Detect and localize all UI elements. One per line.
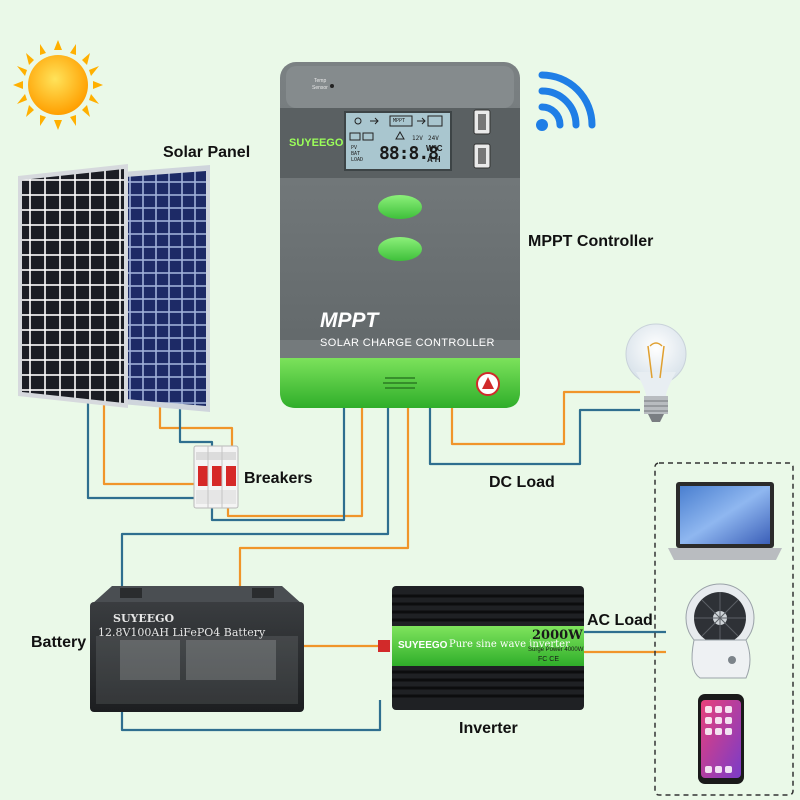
lcd-mppt-label: MPPT bbox=[393, 118, 406, 124]
label-ac-load: AC Load bbox=[587, 612, 653, 629]
wire-panel-breaker-pos bbox=[102, 400, 196, 486]
lcd-unit-ah: A H bbox=[427, 155, 441, 164]
wire-breaker-ctrl-1 bbox=[226, 404, 364, 518]
ac-load-box bbox=[654, 462, 794, 796]
battery-model: 12.8V100AH LiFePO4 Battery bbox=[98, 626, 266, 639]
smartphone bbox=[698, 694, 744, 784]
wire-panel-breaker-neg bbox=[86, 400, 202, 500]
battery bbox=[90, 586, 304, 712]
mppt-controller bbox=[280, 62, 520, 408]
inverter-power: 2000W bbox=[532, 628, 583, 643]
wire-panel-breaker-top bbox=[158, 400, 234, 450]
lcd-load: LOAD bbox=[351, 157, 364, 163]
wifi-icon bbox=[536, 71, 596, 131]
label-battery: Battery bbox=[31, 634, 87, 651]
wire-ctrl-battery-pos bbox=[238, 404, 410, 598]
wire-ctrl-dcload-pos bbox=[450, 390, 640, 446]
wire-ctrl-dcload-neg bbox=[428, 404, 640, 466]
light-bulb bbox=[625, 323, 687, 422]
breaker-unit bbox=[193, 445, 239, 509]
laptop bbox=[668, 482, 782, 560]
lcd-24v: 24V bbox=[428, 135, 439, 142]
inverter bbox=[378, 586, 584, 710]
inverter-brand: SUYEEGO bbox=[398, 640, 448, 651]
label-inverter: Inverter bbox=[459, 720, 518, 737]
label-dc-load: DC Load bbox=[489, 474, 555, 491]
temp-sensor-label-2: Sensor bbox=[312, 85, 328, 91]
controller-button-down[interactable] bbox=[378, 237, 422, 261]
solar-panel-mono bbox=[18, 164, 128, 408]
wire-breaker-ctrl-2 bbox=[210, 404, 346, 522]
controller-button-up[interactable] bbox=[378, 195, 422, 219]
controller-brand: SUYEEGO bbox=[289, 137, 344, 149]
battery-brand: SUYEEGO bbox=[113, 612, 175, 625]
lcd-pv: PV bbox=[351, 145, 358, 151]
lcd-unit-wc: W°C bbox=[426, 144, 443, 153]
inverter-cert: FC CE bbox=[538, 656, 559, 663]
controller-subtitle: SOLAR CHARGE CONTROLLER bbox=[320, 337, 495, 349]
desk-fan bbox=[685, 583, 755, 679]
label-mppt-controller: MPPT Controller bbox=[528, 233, 654, 250]
label-solar-panel: Solar Panel bbox=[163, 144, 251, 161]
lcd-12v: 12V bbox=[412, 135, 423, 142]
label-breakers: Breakers bbox=[244, 470, 313, 487]
temp-sensor-label-1: Temp bbox=[314, 78, 327, 84]
inverter-type: Pure sine wave inverter bbox=[449, 639, 570, 650]
controller-title: MPPT bbox=[320, 309, 379, 332]
solar-panel-poly bbox=[122, 165, 210, 412]
lcd-digits: 88:8.8 bbox=[379, 143, 439, 164]
inverter-surge: Surge Power 4000W bbox=[528, 647, 584, 653]
lcd-bat: BAT bbox=[351, 151, 361, 157]
sun-icon bbox=[13, 40, 103, 130]
